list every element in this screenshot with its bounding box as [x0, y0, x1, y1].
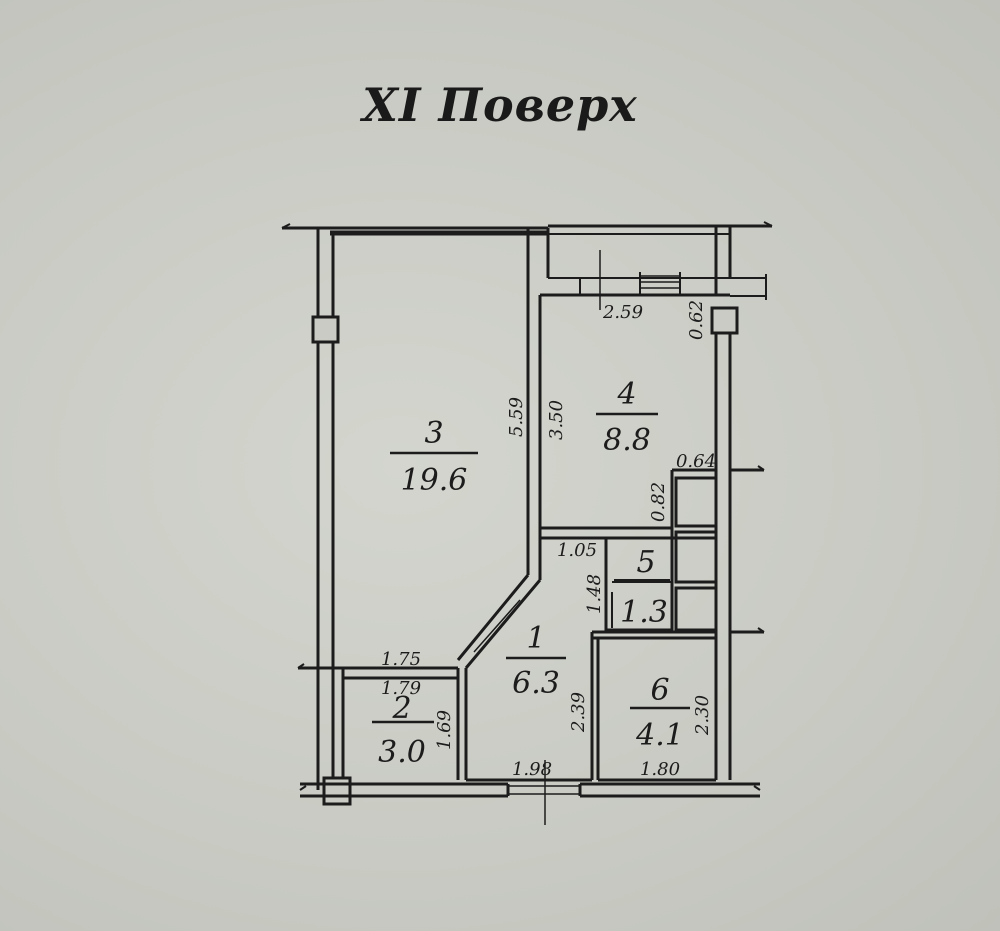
dim-1-98: 1.98 [512, 759, 552, 780]
dim-0-82: 0.82 [648, 482, 669, 522]
floor-title: XI Поверх [362, 78, 638, 132]
room-6-number: 6 [650, 673, 669, 708]
dim-2-59: 2.59 [602, 302, 643, 323]
room-2-area: 3.0 [378, 735, 426, 770]
room-6-area: 4.1 [635, 718, 684, 753]
dim-1-05: 1.05 [557, 540, 597, 561]
dim-3-50: 3.50 [546, 400, 567, 440]
dim-0-62: 0.62 [686, 300, 707, 340]
room-5-area: 1.3 [620, 595, 668, 630]
room-3-area: 19.6 [401, 463, 468, 498]
dim-1-75: 1.75 [381, 649, 421, 670]
walls [281, 221, 773, 825]
dim-0-64: 0.64 [676, 451, 716, 472]
dim-1-69: 1.69 [434, 710, 455, 750]
dim-2-39: 2.39 [568, 692, 589, 733]
room-3-number: 3 [424, 416, 443, 451]
room-4-number: 4 [616, 377, 636, 412]
room-1-number: 1 [526, 621, 545, 656]
dimension-labels: 2.59 0.62 5.59 3.50 0.64 0.82 1.05 1.48 … [381, 300, 716, 780]
dim-1-80: 1.80 [640, 759, 680, 780]
room-2-number: 2 [391, 691, 411, 726]
dim-5-59: 5.59 [506, 397, 527, 437]
room-1-area: 6.3 [512, 666, 560, 701]
room-5-number: 5 [636, 545, 655, 580]
dim-2-30: 2.30 [692, 695, 713, 736]
dim-1-79: 1.79 [381, 678, 421, 699]
room-labels: 3 19.6 4 8.8 5 1.3 1 6.3 2 3.0 6 4.1 [378, 377, 684, 770]
room-4-area: 8.8 [603, 423, 651, 458]
dim-1-48: 1.48 [584, 574, 605, 614]
